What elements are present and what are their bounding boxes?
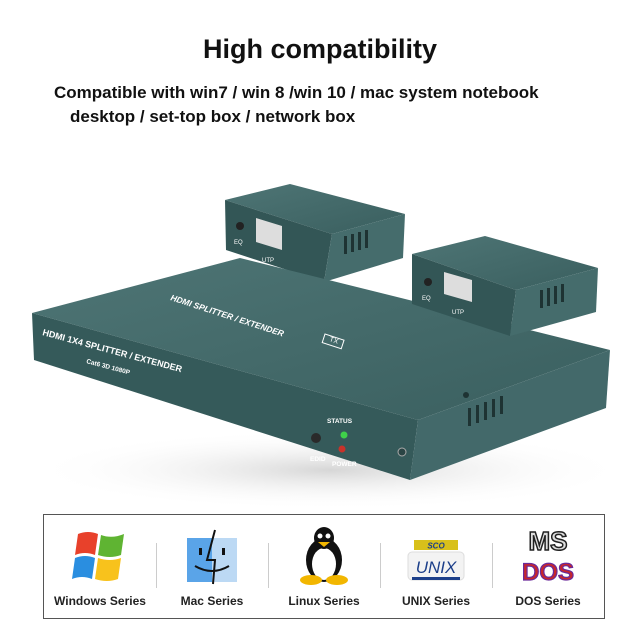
status-led [340, 431, 348, 439]
utp-label: UTP [262, 258, 274, 264]
os-unix: SCO UNIX UNIX Series [380, 515, 492, 618]
subtitle-line-1: Compatible with win7 / win 8 /win 10 / m… [54, 83, 539, 102]
rj45-port [444, 272, 472, 302]
tx-badge: TX [328, 336, 339, 346]
tx-badge-frame [321, 333, 345, 350]
dos-text: DOS [522, 559, 574, 586]
power-led [338, 445, 346, 453]
ms-text: MS [529, 526, 568, 556]
rj45-port [256, 218, 282, 250]
os-compatibility-bar: Windows Series Mac Series Linux Series S… [43, 514, 605, 619]
os-label: UNIX Series [401, 594, 471, 608]
os-dos: MS DOS DOS Series [492, 515, 604, 618]
os-label: Linux Series [288, 594, 360, 608]
unix-text: UNIX [416, 558, 457, 577]
eq-button [424, 278, 432, 286]
page-title: High compatibility [202, 34, 437, 64]
receiver-unit-2: EQ UTP HDMI Extender [412, 236, 598, 336]
ms-dos-icon: MS DOS [521, 525, 574, 586]
edid-label: EDID [310, 456, 326, 463]
linux-tux-icon [300, 527, 348, 585]
eq-button [236, 222, 244, 230]
sco-text: SCO [427, 542, 445, 551]
os-label: DOS Series [515, 594, 581, 608]
eq-label: EQ [234, 240, 243, 246]
utp-label: UTP [452, 310, 464, 316]
os-linux: Linux Series [268, 515, 380, 618]
status-label: STATUS [327, 418, 353, 425]
power-label: POWER [332, 461, 357, 468]
os-label: Windows Series [54, 594, 146, 608]
windows-logo-icon [72, 532, 124, 581]
os-mac: Mac Series [156, 515, 268, 618]
edid-button [311, 433, 321, 443]
receiver-unit-1: EQ UTP HDMI Extender [225, 184, 405, 282]
subtitle-line-2: desktop / set-top box / network box [70, 107, 356, 126]
sco-unix-icon: SCO UNIX [407, 540, 465, 581]
eq-label: EQ [422, 296, 431, 302]
os-windows: Windows Series [44, 515, 156, 618]
power-jack [397, 447, 407, 457]
transmitter-unit: HDMI SPLITTER / EXTENDER TX HDMI 1X4 SPL… [32, 258, 610, 480]
os-label: Mac Series [180, 594, 244, 608]
mac-finder-icon [187, 529, 237, 585]
